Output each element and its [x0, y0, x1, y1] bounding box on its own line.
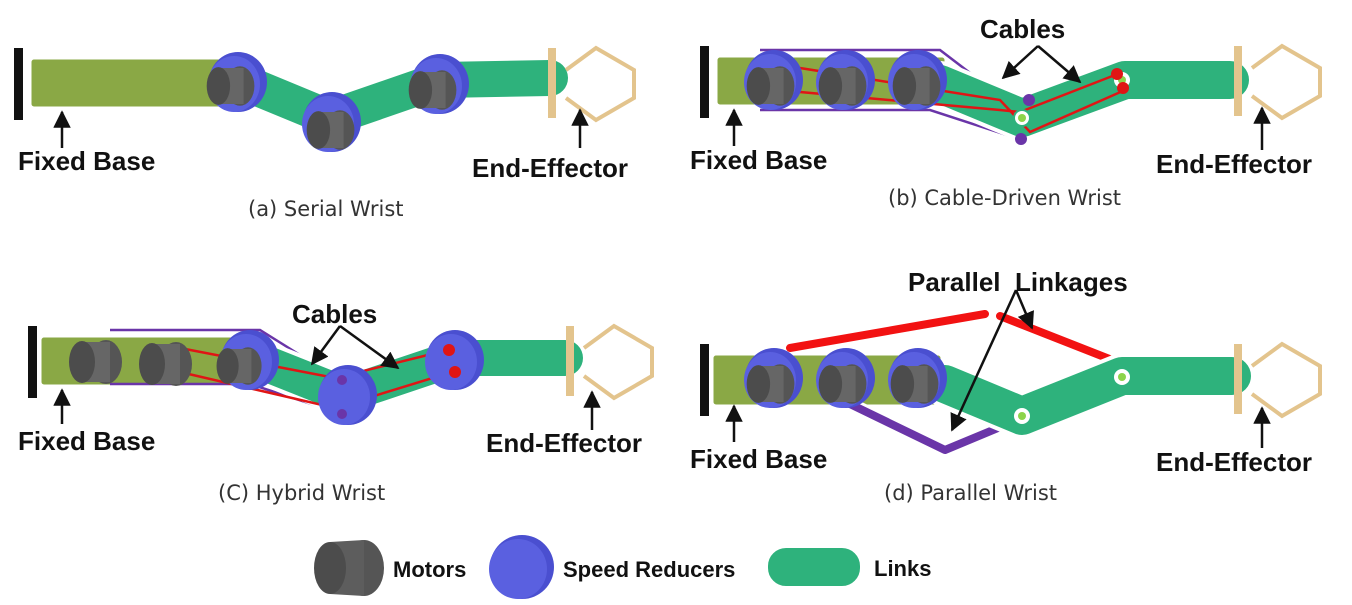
cables-label: Cables [980, 14, 1065, 44]
end-effector-label: End-Effector [486, 428, 642, 458]
caption-b: (b) Cable-Driven Wrist [888, 186, 1121, 210]
parallel-linkages-label: Parallel Linkages [908, 267, 1128, 297]
panel-hybrid-wrist: Cables Fixed Base End-Effector (C) Hybri… [18, 299, 654, 505]
legend: Motors Speed Reducers Links [314, 535, 931, 599]
fixed-base-label: Fixed Base [18, 146, 155, 176]
serial-link [220, 60, 568, 136]
motor [892, 66, 941, 106]
parallel-linkage-red [996, 312, 1116, 364]
effector-mount [1234, 46, 1242, 116]
effector-mount [1234, 344, 1242, 414]
effector-mount [548, 48, 556, 118]
speed-reducer-icon [489, 535, 554, 599]
end-effector-label: End-Effector [472, 153, 628, 183]
caption-c: (C) Hybrid Wrist [218, 481, 385, 505]
motor [69, 340, 122, 384]
end-effector-icon [564, 45, 636, 123]
cables-label: Cables [292, 299, 377, 329]
end-effector-icon [582, 323, 654, 401]
base-plate [700, 344, 709, 416]
base-plate [14, 48, 23, 120]
motor [890, 364, 939, 404]
end-effector-label: End-Effector [1156, 149, 1312, 179]
legend-links-label: Links [874, 556, 931, 581]
fixed-base-link [28, 56, 232, 110]
end-effector-icon [1250, 341, 1322, 419]
panel-serial-wrist: Fixed Base End-Effector (a) Serial Wrist [14, 45, 636, 221]
motor [216, 347, 262, 385]
motor [139, 342, 192, 386]
fixed-base-label: Fixed Base [690, 444, 827, 474]
panel-parallel-wrist: Parallel Linkages Fixed Base End-Effecto… [690, 267, 1322, 505]
end-effector-icon [1250, 43, 1322, 121]
speed-reducer [425, 330, 484, 390]
hybrid-link [244, 340, 583, 413]
base-plate [700, 46, 709, 118]
motor [746, 364, 795, 404]
legend-speed-reducers-label: Speed Reducers [563, 557, 735, 582]
fixed-base-label: Fixed Base [18, 426, 155, 456]
base-plate [28, 326, 37, 398]
motor [408, 70, 457, 110]
caption-a: (a) Serial Wrist [248, 197, 404, 221]
parallel-link [926, 357, 1251, 435]
motor [818, 364, 867, 404]
panel-cable-driven-wrist: Cables Fixed Base End-Effector (b) Cable… [690, 14, 1322, 210]
end-effector-label: End-Effector [1156, 447, 1312, 477]
motor [206, 66, 255, 106]
motor [818, 66, 867, 106]
caption-d: (d) Parallel Wrist [884, 481, 1057, 505]
legend-motors-label: Motors [393, 557, 466, 582]
motor [306, 110, 355, 150]
motor-icon [314, 540, 384, 596]
motor [746, 66, 795, 106]
fixed-base-label: Fixed Base [690, 145, 827, 175]
link-icon [764, 544, 864, 590]
parallel-linkage-red [786, 310, 989, 352]
effector-mount [566, 326, 574, 396]
cable-driven-link [921, 61, 1249, 137]
